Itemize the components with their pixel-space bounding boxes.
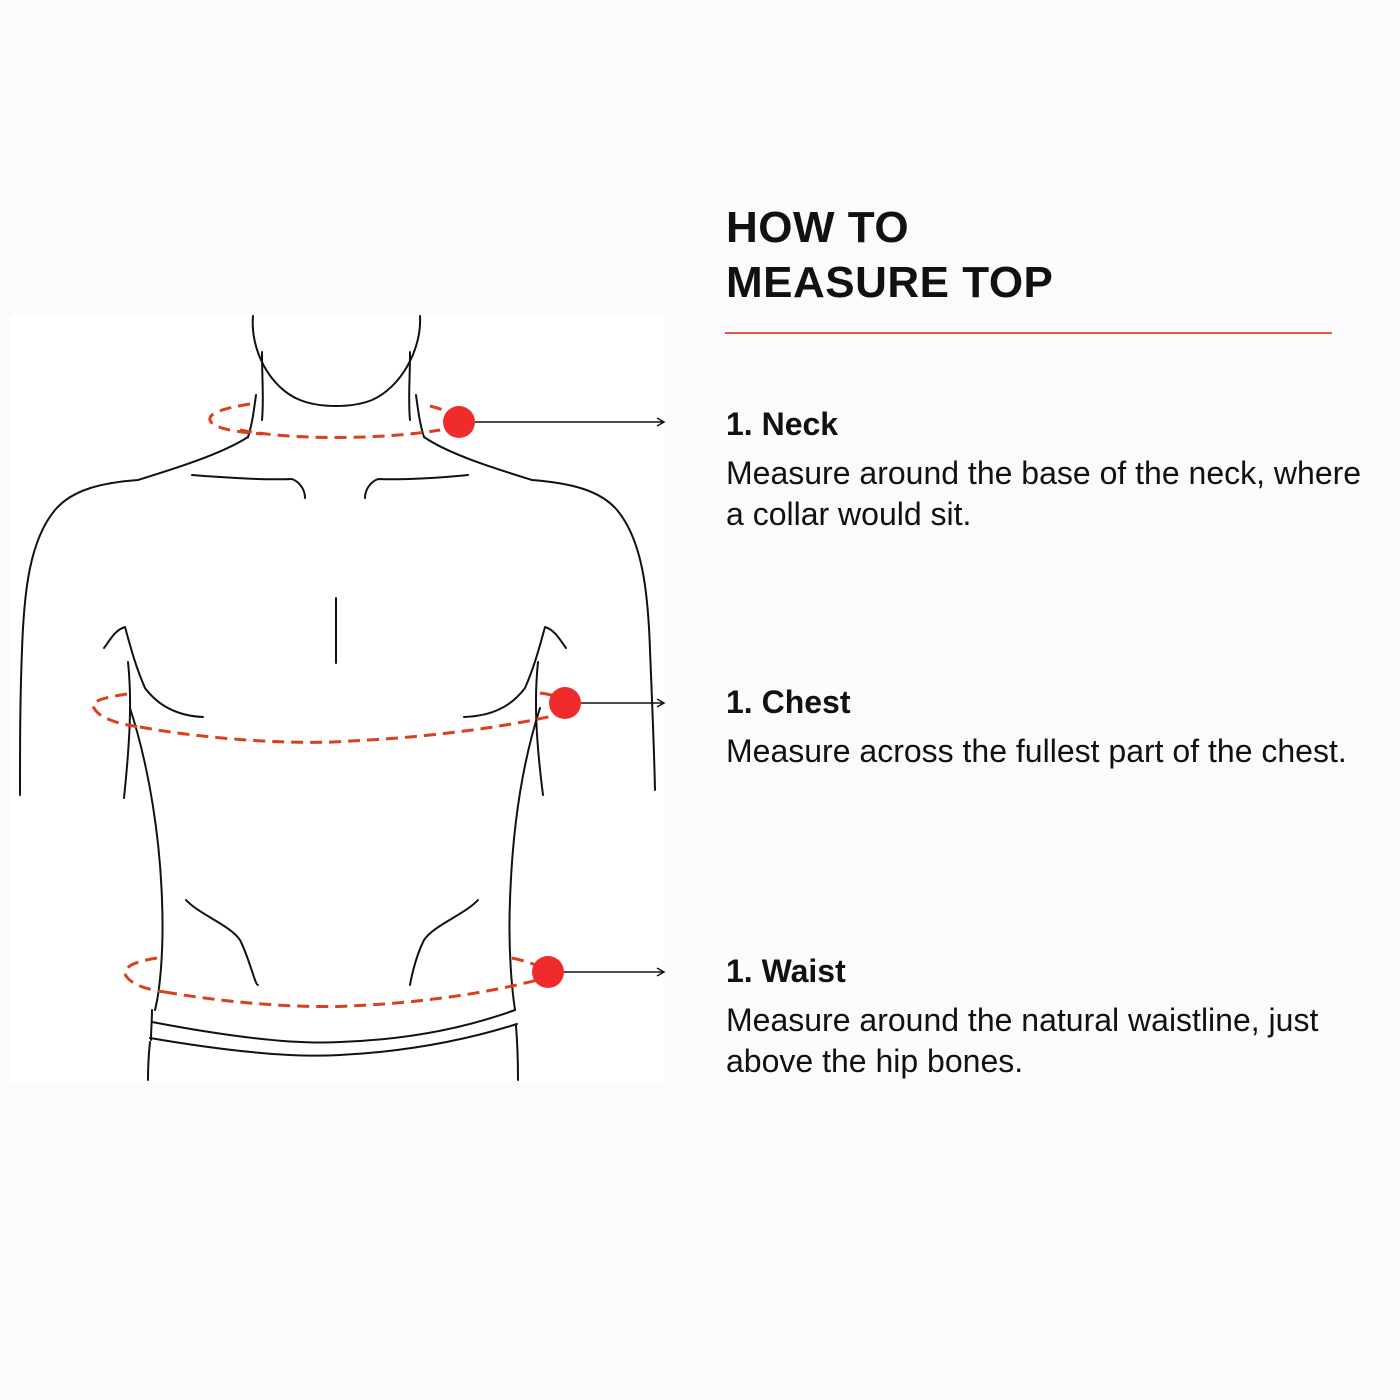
step-description: Measure around the natural waistline, ju… xyxy=(726,1002,1319,1079)
step-description: Measure across the fullest part of the c… xyxy=(726,733,1347,769)
neck-pointer xyxy=(443,406,666,438)
step-chest: 1. Chest Measure across the fullest part… xyxy=(726,683,1366,772)
step-neck: 1. Neck Measure around the base of the n… xyxy=(726,405,1366,535)
chest-pointer xyxy=(549,687,666,719)
step-heading: 1. Neck xyxy=(726,406,839,442)
step-description: Measure around the base of the neck, whe… xyxy=(726,455,1362,532)
neck-ring-back xyxy=(208,402,263,436)
chest-arrowhead-icon xyxy=(656,698,666,708)
title-line-2: MEASURE TOP xyxy=(726,258,1054,307)
page-title: HOW TO MEASURE TOP xyxy=(726,200,1053,310)
waist-arrowhead-icon xyxy=(656,967,666,977)
step-heading: 1. Chest xyxy=(726,684,851,720)
neck-ring-front xyxy=(239,428,441,439)
waist-pointer xyxy=(532,956,666,988)
torso-outline xyxy=(19,315,656,1081)
title-divider xyxy=(725,332,1332,334)
waist-ring-front xyxy=(164,976,546,1009)
neck-arrowhead-icon xyxy=(656,417,666,427)
waist-ring-back xyxy=(123,956,166,994)
waist-ring-right xyxy=(511,956,549,974)
chest-ring-back xyxy=(91,692,141,729)
waist-marker xyxy=(532,956,564,988)
neck-marker xyxy=(443,406,475,438)
title-line-1: HOW TO xyxy=(726,203,910,252)
chest-ring-front xyxy=(139,714,553,744)
chest-marker xyxy=(549,687,581,719)
step-waist: 1. Waist Measure around the natural wais… xyxy=(726,952,1366,1082)
step-heading: 1. Waist xyxy=(726,953,846,989)
